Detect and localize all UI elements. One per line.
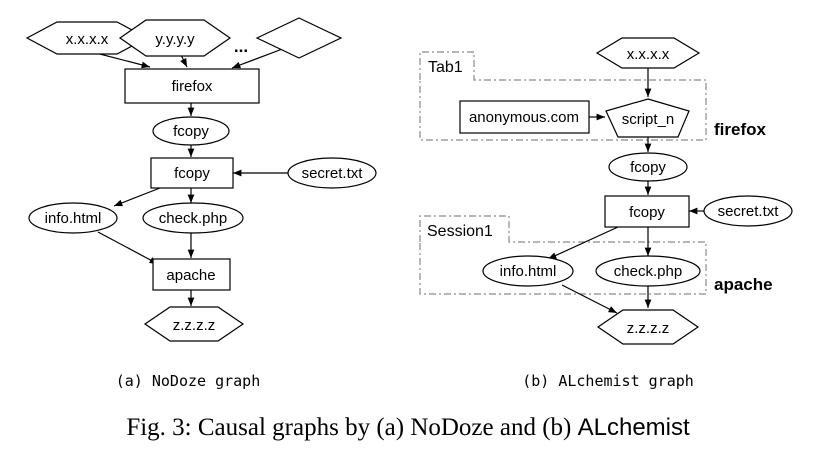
process-node-fcopy-label: fcopy bbox=[174, 165, 210, 182]
file-node-check bbox=[142, 202, 244, 234]
process-node-fcopy bbox=[150, 157, 234, 189]
file-node-secret bbox=[287, 157, 377, 189]
ip-node-xxxx-label: x.x.x.x bbox=[66, 31, 109, 48]
ip-node-unlabeled bbox=[255, 17, 343, 59]
ip-node-yyyy-label: y.y.y.y bbox=[155, 31, 195, 48]
process-node-apache bbox=[152, 258, 231, 291]
nodoze-graph: x.x.x.x y.y.y.y ... firefox fcopy fcopy … bbox=[25, 17, 377, 390]
group-firefox-label: firefox bbox=[714, 120, 767, 139]
ip-node-xxxx-b bbox=[595, 37, 701, 69]
file-node-info-b-label: info.html bbox=[500, 263, 557, 280]
script-node bbox=[605, 98, 690, 138]
figure-caption: Fig. 3: Causal graphs by (a) NoDoze and … bbox=[0, 414, 816, 442]
domain-node-anonymous-label: anonymous.com bbox=[469, 109, 579, 126]
process-node-firefox bbox=[124, 68, 260, 104]
ip-node-xxxx-b-label: x.x.x.x bbox=[627, 46, 670, 63]
domain-node-anonymous bbox=[459, 100, 590, 134]
file-node-info bbox=[28, 202, 118, 234]
group-tab1 bbox=[419, 51, 707, 141]
ip-node-zzzz-b-label: z.z.z.z bbox=[627, 320, 670, 337]
process-node-apache-label: apache bbox=[166, 267, 215, 284]
script-node-label: script_n bbox=[622, 111, 675, 128]
subcaption-b: (b) ALchemist graph bbox=[522, 372, 694, 390]
file-node-fcopy-label: fcopy bbox=[173, 123, 209, 140]
file-node-info-label: info.html bbox=[45, 210, 102, 227]
file-node-info-b bbox=[482, 255, 574, 287]
file-node-check-label: check.php bbox=[159, 210, 227, 227]
group-apache-label: apache bbox=[714, 275, 773, 294]
file-node-secret-b bbox=[703, 195, 793, 227]
process-node-fcopy-b-label: fcopy bbox=[629, 204, 665, 221]
file-node-check-b bbox=[595, 255, 701, 287]
edge-fcopybox-info bbox=[547, 226, 619, 260]
file-node-fcopy-b-label: fcopy bbox=[630, 159, 666, 176]
causal-graphs-figure: x.x.x.x y.y.y.y ... firefox fcopy fcopy … bbox=[25, 17, 793, 390]
figure-caption-system: ALchemist bbox=[577, 414, 690, 441]
ip-node-yyyy bbox=[118, 19, 232, 57]
group-session1-label: Session1 bbox=[427, 223, 493, 240]
file-node-secret-b-label: secret.txt bbox=[718, 203, 780, 220]
alchemist-graph: Tab1 firefox Session1 apache x.x.x.x ano… bbox=[419, 37, 793, 390]
ip-node-zzzz-b bbox=[596, 309, 700, 345]
ip-node-zzzz bbox=[143, 306, 245, 342]
subcaption-a: (a) NoDoze graph bbox=[116, 372, 261, 390]
process-node-fcopy-b bbox=[604, 195, 690, 228]
edge-info-apache bbox=[97, 231, 159, 265]
group-session1 bbox=[419, 215, 707, 295]
file-node-check-b-label: check.php bbox=[614, 263, 682, 280]
file-node-fcopy-b bbox=[608, 152, 688, 182]
edge-fcopybox-info bbox=[113, 187, 161, 207]
file-node-fcopy bbox=[152, 116, 230, 146]
edge-unknown-firefox bbox=[231, 47, 286, 69]
ip-node-zzzz-label: z.z.z.z bbox=[173, 317, 216, 334]
group-tab1-label: Tab1 bbox=[428, 59, 463, 76]
process-node-firefox-label: firefox bbox=[172, 78, 213, 95]
figure-caption-prefix: Fig. 3: Causal graphs by (a) NoDoze and … bbox=[126, 414, 578, 441]
ellipsis-label: ... bbox=[234, 37, 248, 56]
file-node-secret-label: secret.txt bbox=[302, 165, 364, 182]
edge-info-zzzz bbox=[561, 284, 618, 314]
